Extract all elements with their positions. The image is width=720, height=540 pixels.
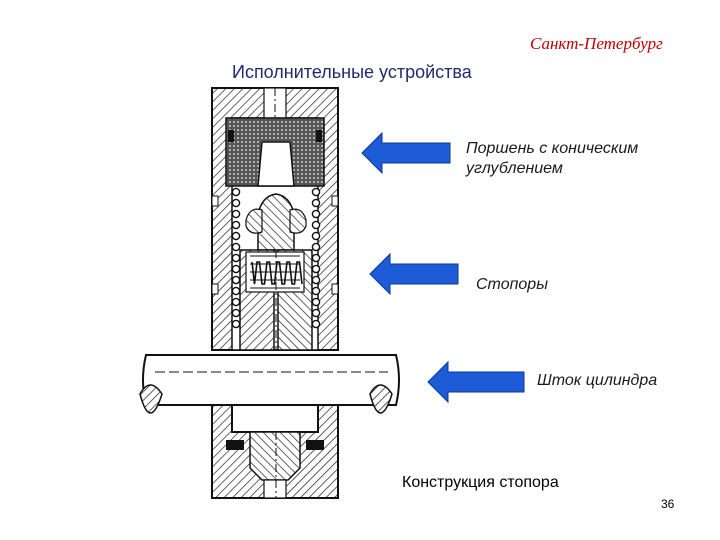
stopper-jaws [239, 249, 313, 351]
spring-coil [231, 187, 241, 197]
spring-coil [231, 286, 241, 296]
spring-coil [231, 308, 241, 318]
arrow-left-icon [361, 131, 451, 175]
arrow-left-icon [369, 252, 459, 296]
spring-coil [311, 242, 321, 252]
city-header: Санкт-Петербург [530, 34, 663, 53]
spring-coil [231, 220, 241, 230]
page-number: 36 [661, 497, 675, 511]
spring-coil [231, 231, 241, 241]
spring-coil [311, 231, 321, 241]
piston-label-line-1: Поршень с коническим [466, 140, 639, 157]
piston [225, 117, 325, 187]
diagram-caption: Конструкция стопора [402, 474, 559, 491]
cylinder-rod [139, 354, 400, 414]
spring-coil [231, 198, 241, 208]
spring-coil [311, 319, 321, 329]
spring-coil [231, 264, 241, 274]
spring-coil [311, 253, 321, 263]
spring-coil [311, 297, 321, 307]
spring-coil [231, 297, 241, 307]
spring-coil [311, 308, 321, 318]
lower-housing [211, 404, 339, 499]
spring-coil [311, 187, 321, 197]
spring-coil [231, 209, 241, 219]
stoppers-label: Стопоры [476, 276, 548, 293]
spring-coil [311, 220, 321, 230]
spring-coil [231, 275, 241, 285]
spring-coil [231, 253, 241, 263]
slide-title: Исполнительные устройства [232, 62, 472, 82]
piston-label: Поршень с коническим углублением [466, 139, 638, 179]
plunger [245, 193, 307, 251]
spring-coil [311, 275, 321, 285]
piston-label-line-2: углублением [466, 160, 563, 177]
arrow-left-icon [427, 360, 525, 404]
spring-coil [311, 264, 321, 274]
rod-label: Шток цилиндра [537, 372, 658, 389]
spring-coil [311, 286, 321, 296]
spring-coil [311, 209, 321, 219]
spring-coil [231, 242, 241, 252]
spring-coil [231, 319, 241, 329]
spring-coil [311, 198, 321, 208]
